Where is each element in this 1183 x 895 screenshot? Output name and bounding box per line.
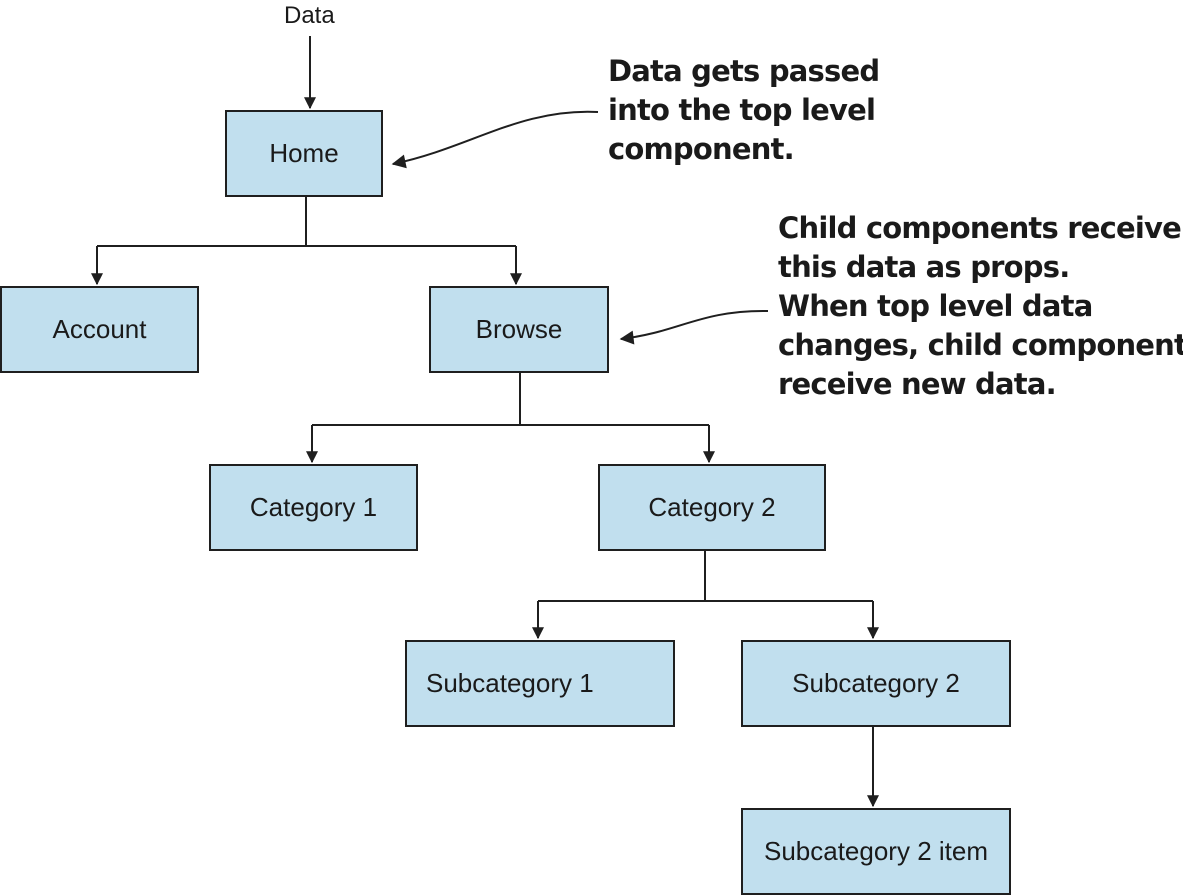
browse-children-connector <box>306 372 715 464</box>
top-annotation-pointer <box>391 110 599 169</box>
data-input-label: Data <box>284 2 335 29</box>
annotation-children-line: this data as props. <box>778 250 1070 284</box>
home-children-connector <box>91 196 522 286</box>
node-home: Home <box>225 110 383 197</box>
annotation-top-line: component. <box>608 132 795 166</box>
annotation-top-line: into the top level <box>608 93 876 127</box>
node-category-1: Category 1 <box>209 464 418 551</box>
node-subcategory-1: Subcategory 1 <box>405 640 675 727</box>
annotation-children-line: When top level data <box>778 289 1093 323</box>
node-browse: Browse <box>429 286 609 373</box>
node-category-2: Category 2 <box>598 464 826 551</box>
category-2-children-connector <box>532 550 879 640</box>
node-account: Account <box>0 286 199 373</box>
annotation-top-level: Data gets passed into the top level comp… <box>608 52 880 169</box>
node-subcategory-2: Subcategory 2 <box>741 640 1011 727</box>
annotation-children-line: Child components receive <box>778 211 1182 245</box>
node-subcategory-2-item: Subcategory 2 item <box>741 808 1011 895</box>
annotation-child-components: Child components receive this data as pr… <box>778 209 1183 404</box>
annotation-children-line: changes, child components <box>778 328 1183 362</box>
annotation-children-line: receive new data. <box>778 367 1057 401</box>
annotation-top-line: Data gets passed <box>608 54 880 88</box>
children-annotation-pointer <box>619 309 769 345</box>
